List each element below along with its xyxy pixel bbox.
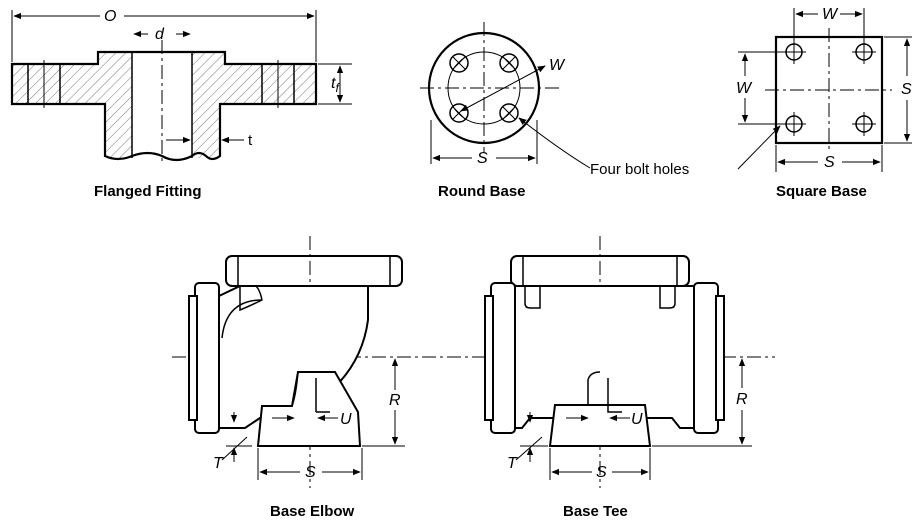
dim-S-round: S [477,150,488,167]
bolt-hole [499,103,519,123]
dim-t: t [248,132,253,149]
caption-base-tee: Base Tee [563,503,628,520]
caption-flanged-fitting: Flanged Fitting [94,183,201,200]
note-four-bolt-holes: Four bolt holes [590,161,689,178]
bolt-hole [499,53,519,73]
bolt-hole [449,103,469,123]
dim-S-square-right: S [901,81,912,98]
base-elbow: T U R S Base Elbow [188,236,405,520]
flange-section-left [12,52,132,158]
caption-round-base: Round Base [438,183,526,200]
square-base: W W S S Square Base [736,6,912,200]
flanged-fitting: O d tf t Flanged Fitting [10,8,352,200]
bolt-holes-note: Four bolt holes [518,117,781,178]
bolt-hole [782,40,806,64]
bolt-hole [449,53,469,73]
dim-U-tee: U [631,411,643,428]
round-base: W S Round Base [420,22,566,200]
dim-W-square-top: W [822,6,839,23]
dim-O: O [104,8,116,25]
bolt-hole [852,112,876,136]
dim-R-elbow: R [389,392,401,409]
dim-T-tee: T [507,455,518,472]
bolt-hole [782,112,806,136]
flange-section-right [192,52,316,158]
dim-d: d [155,26,165,43]
dim-U-elbow: U [340,411,352,428]
bolt-hole [852,40,876,64]
dim-S-tee: S [596,464,607,481]
dim-tf: tf [331,75,340,95]
dim-T-elbow: T [213,455,224,472]
dim-S-square-bottom: S [824,154,835,171]
dim-R-tee: R [736,391,748,408]
flange-outline [10,50,318,162]
base-tee: T U R S Base Tee [484,236,752,520]
dim-S-elbow: S [305,464,316,481]
dim-W-round: W [549,57,566,74]
caption-square-base: Square Base [776,183,867,200]
caption-base-elbow: Base Elbow [270,503,355,520]
dim-W-square-left: W [736,80,753,97]
